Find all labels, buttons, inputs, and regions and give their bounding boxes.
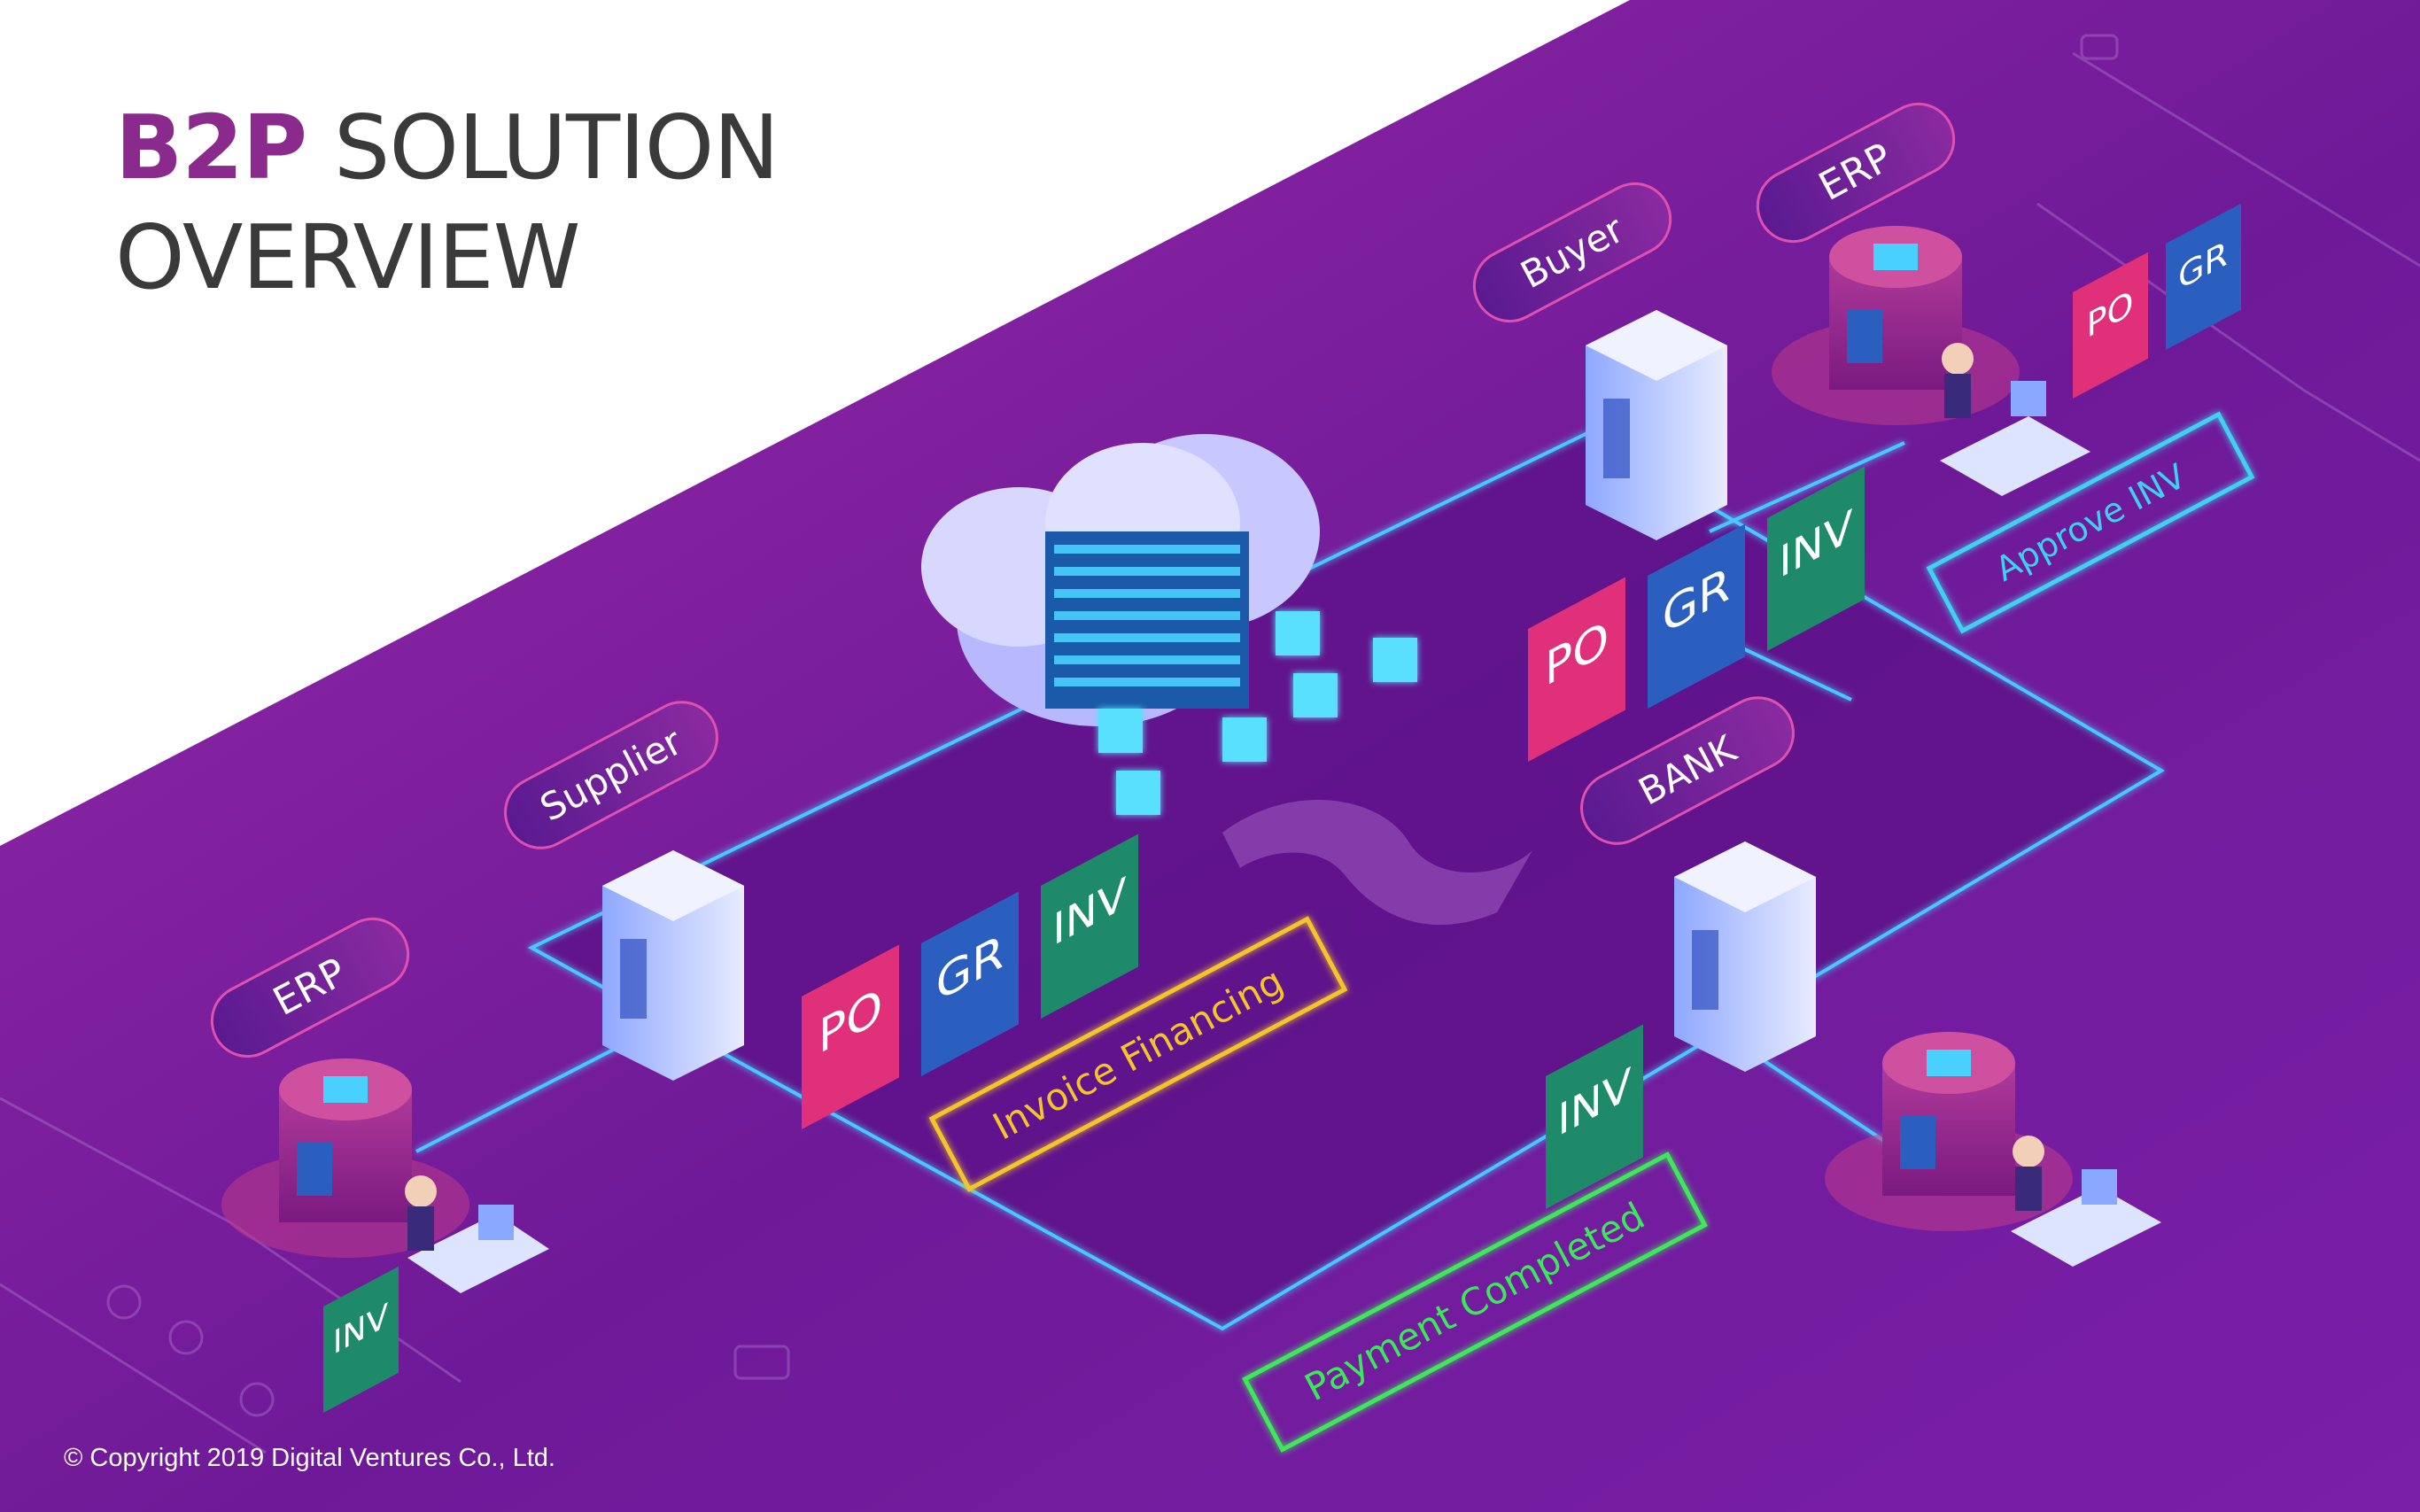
supplier-server-icon (602, 850, 744, 1081)
doc-po-buyer: PO (1528, 577, 1625, 762)
title-line2: OVERVIEW (115, 205, 581, 309)
bank-server-icon (1674, 841, 1816, 1072)
erp-left-icon (221, 1058, 469, 1258)
doc-po-supplier: PO (802, 944, 899, 1129)
bubble-supplier: Supplier (504, 701, 718, 849)
page-title: B2P SOLUTION OVERVIEW (115, 93, 780, 313)
doc-gr-buyer: GR (1648, 523, 1745, 709)
doc-po-erp: PO (2073, 252, 2148, 399)
doc-inv-bank: INV (1546, 1024, 1643, 1209)
worker-left-icon (405, 1175, 549, 1293)
copyright-notice: © Copyright 2019 Digital Ventures Co., L… (64, 1444, 555, 1472)
title-rest: SOLUTION (306, 96, 780, 199)
title-accent: B2P (115, 96, 307, 199)
doc-inv-supplier: INV (1041, 834, 1138, 1019)
doc-gr-supplier: GR (921, 891, 1019, 1076)
doc-gr-erp: GR (2166, 203, 2241, 350)
bubble-erp-right: ERP (1756, 102, 1956, 244)
erp-bank-icon (1825, 1032, 2073, 1231)
bubble-erp-left: ERP (210, 917, 410, 1058)
doc-inv-buyer: INV (1767, 466, 1865, 651)
worker-bank-icon (2011, 1136, 2161, 1267)
platform-logo (1222, 799, 1532, 926)
cloud-server-icon (921, 434, 1417, 815)
worker-buyer-icon (1940, 343, 2090, 496)
buyer-server-icon (1586, 310, 1727, 540)
doc-inv-erp-left: INV (323, 1266, 399, 1413)
